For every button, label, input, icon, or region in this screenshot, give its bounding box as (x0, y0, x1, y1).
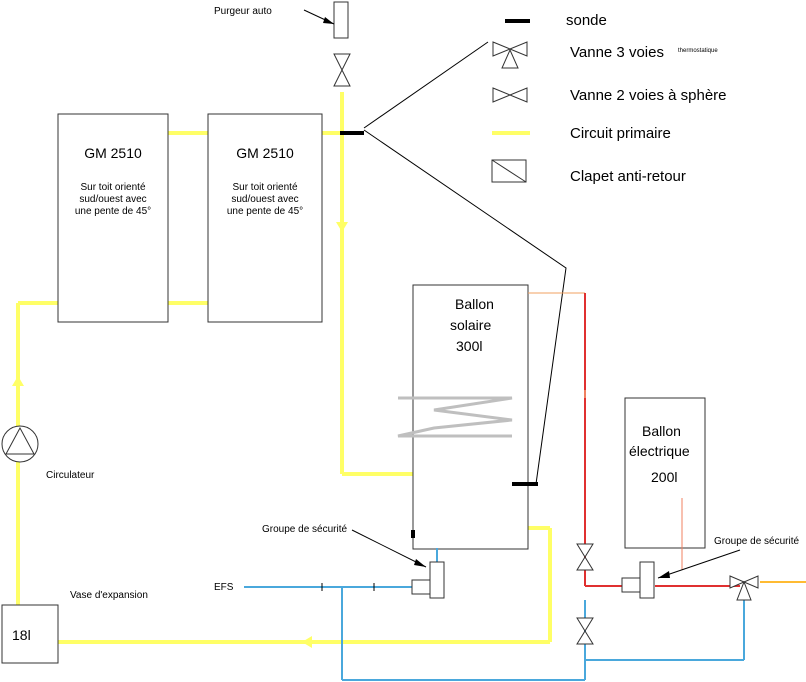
legend-check-valve-icon (491, 159, 527, 183)
legend: sonde Vanne 3 voies thermostatique Vanne… (491, 12, 727, 185)
expansion-vessel-value: 18l (12, 627, 31, 643)
electric-tank-line-1: Ballon (642, 423, 681, 439)
legend-vanne3-note: thermostatique (678, 48, 718, 54)
panel-2: GM 2510 Sur toit orienté sud/ouest avec … (207, 113, 323, 323)
circulator-label: Circulateur (46, 470, 95, 481)
legend-valve-2way-icon (492, 87, 528, 103)
panel-2-desc-2: sud/ouest avec (231, 194, 298, 205)
air-vent-label: Purgeur auto (214, 6, 272, 17)
safety-group-2-label: Groupe de sécurité (714, 536, 799, 547)
expansion-vessel-label: Vase d'expansion (70, 590, 148, 601)
circulator-icon (1, 425, 39, 463)
solar-tank-line-2: solaire (450, 317, 491, 333)
panel-1-desc-3: une pente de 45° (75, 206, 151, 217)
electric-tank-line-3: 200l (651, 469, 677, 485)
panel-1-title: GM 2510 (84, 145, 142, 161)
valve-2way-icon (576, 543, 594, 645)
solar-tank-line-1: Ballon (455, 296, 494, 312)
safety-group-1: Groupe de sécurité (262, 524, 445, 599)
panel-2-desc-3: une pente de 45° (227, 206, 303, 217)
flow-arrows (12, 222, 348, 648)
electric-tank: Ballon électrique 200l (624, 397, 706, 549)
electric-tank-line-2: électrique (629, 443, 690, 459)
safety-group-2: Groupe de sécurité (621, 536, 799, 599)
valve-3way-icon (729, 575, 759, 601)
cold-water-circuit (244, 548, 745, 681)
legend-clapet: Clapet anti-retour (570, 168, 686, 185)
sensor-wire (363, 41, 489, 129)
efs-label: EFS (214, 582, 234, 593)
panel-1: GM 2510 Sur toit orienté sud/ouest avec … (57, 113, 169, 323)
expansion-vessel: 18l (1, 604, 59, 664)
grey-coil (397, 396, 513, 438)
safety-group-1-label: Groupe de sécurité (262, 524, 347, 535)
legend-circuit: Circuit primaire (570, 125, 671, 142)
solar-tank: Ballon solaire 300l (397, 284, 538, 550)
legend-vanne2: Vanne 2 voies à sphère (570, 87, 727, 104)
legend-vanne3: Vanne 3 voies (570, 44, 664, 61)
panel-2-title: GM 2510 (236, 145, 294, 161)
valve-2way-icon (333, 53, 351, 87)
panel-1-desc-2: sud/ouest avec (79, 194, 146, 205)
legend-sonde: sonde (566, 12, 607, 29)
panel-1-desc-1: Sur toit orienté (80, 182, 145, 193)
panel-2-desc-1: Sur toit orienté (232, 182, 297, 193)
solar-tank-line-3: 300l (456, 338, 482, 354)
air-vent: Purgeur auto (214, 1, 349, 39)
sensor-wire-2 (363, 129, 567, 485)
